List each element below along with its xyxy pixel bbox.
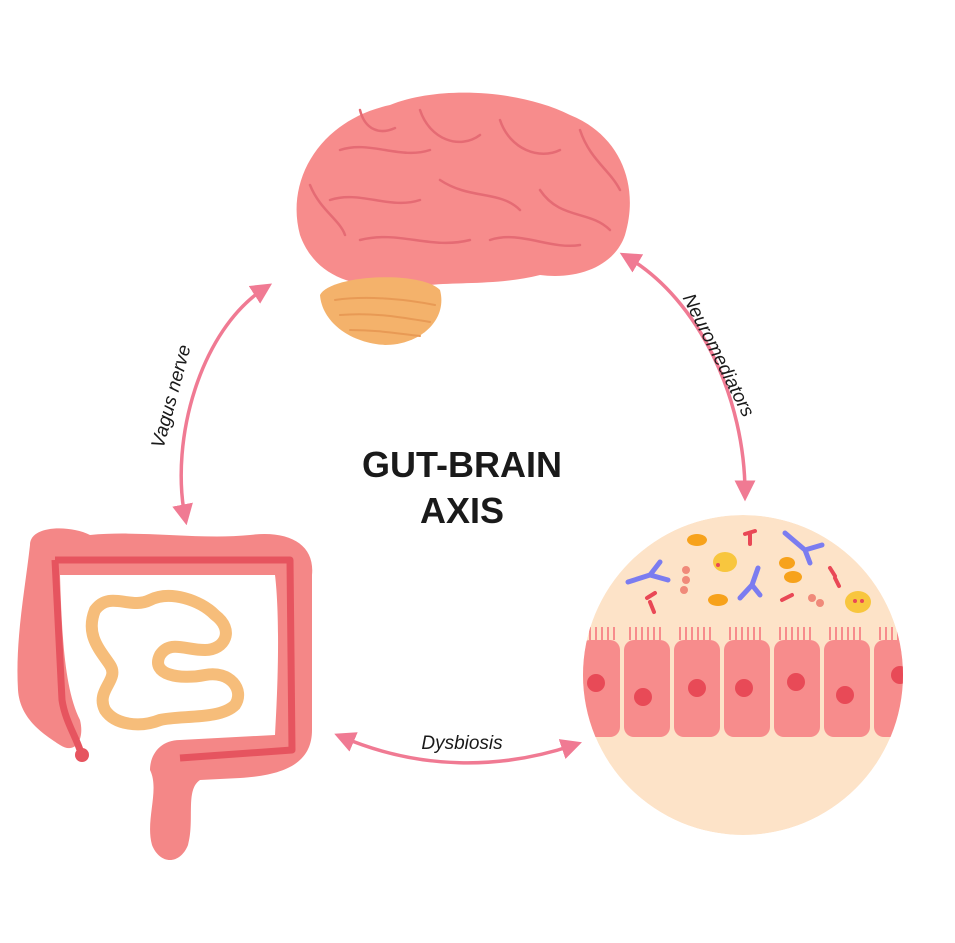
dysbiosis-arrow — [334, 732, 582, 765]
neuromediators-label: Neuromediators — [678, 291, 758, 421]
cerebellum — [320, 277, 442, 345]
intestine-illustration — [17, 528, 313, 860]
gut-lining-illustration — [583, 515, 903, 835]
dysbiosis-label: Dysbiosis — [421, 733, 503, 754]
neuromediators-arrow — [619, 252, 756, 502]
title-line-1: GUT-BRAIN — [362, 444, 562, 485]
vagus-nerve-arrow — [172, 283, 273, 526]
brain-illustration — [296, 92, 630, 345]
vagus-nerve-label: Vagus nerve — [148, 343, 196, 451]
title-line-2: AXIS — [420, 490, 504, 531]
